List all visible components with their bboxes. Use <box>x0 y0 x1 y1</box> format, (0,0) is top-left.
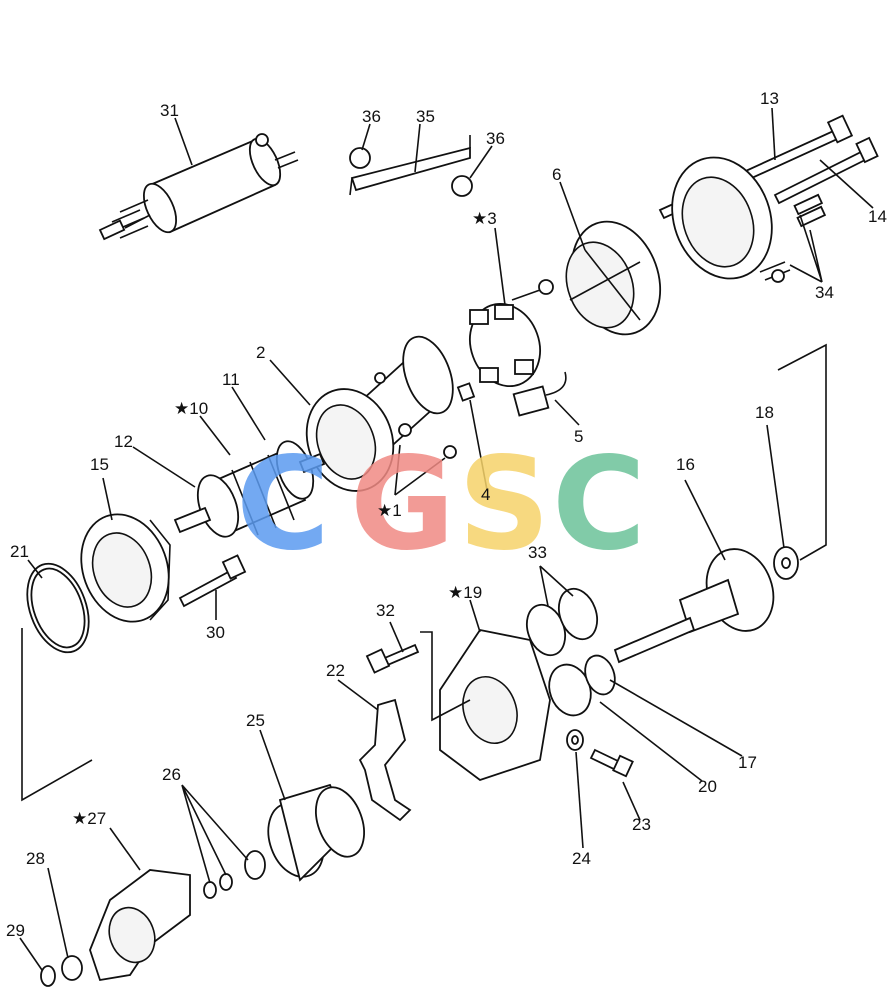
part-25-drive-clutch <box>267 783 365 882</box>
label-19: ★19 <box>448 583 482 602</box>
part-18-washer <box>773 546 799 580</box>
label-36-left: 36 <box>362 107 381 126</box>
watermark-cgsc: C G S C <box>236 430 646 579</box>
part-17-20-bushings <box>548 654 616 717</box>
label-5: 5 <box>574 427 583 446</box>
part-24-washer <box>566 729 584 751</box>
label-17: 17 <box>738 753 757 772</box>
part-21-o-ring <box>26 562 90 654</box>
label-14: 14 <box>868 207 887 226</box>
label-27: ★27 <box>72 809 106 828</box>
label-10: ★10 <box>174 399 208 418</box>
label-31: 31 <box>160 101 179 120</box>
label-29: 29 <box>6 921 25 940</box>
part-2-yoke <box>305 335 476 492</box>
part-10-armature <box>173 440 326 538</box>
watermark-letter-s: S <box>458 430 550 579</box>
part-15-drive-housing <box>80 513 171 623</box>
label-3: ★3 <box>472 209 497 228</box>
label-20: 20 <box>698 777 717 796</box>
label-18: 18 <box>755 403 774 422</box>
label-22: 22 <box>326 661 345 680</box>
part-5-brush <box>512 371 567 417</box>
part-35-bracket <box>349 135 473 197</box>
part-33-rings <box>525 587 599 657</box>
part-29-ring <box>40 965 56 987</box>
label-35: 35 <box>416 107 435 126</box>
label-15: 15 <box>90 455 109 474</box>
part-23-bolt <box>589 748 634 778</box>
label-1: ★1 <box>377 501 402 520</box>
label-4: 4 <box>481 485 490 504</box>
part-6-housing-ring <box>565 220 662 336</box>
leader-lines <box>19 107 874 971</box>
part-labels: 31 36 35 36 13 14 6 ★3 34 2 11 ★10 18 5 … <box>6 89 887 940</box>
part-32-bolt <box>365 643 420 674</box>
label-11: 11 <box>222 370 240 389</box>
part-19-center-bracket <box>439 628 551 782</box>
label-12: 12 <box>114 432 133 451</box>
label-28: 28 <box>26 849 45 868</box>
assembly-axis-lines <box>21 343 827 802</box>
label-6: 6 <box>552 165 561 184</box>
label-25: 25 <box>246 711 265 730</box>
label-36-right: 36 <box>486 129 505 148</box>
part-31-solenoid <box>98 133 299 241</box>
part-22-shift-lever <box>358 698 412 822</box>
label-34: 34 <box>815 283 834 302</box>
label-30: 30 <box>206 623 225 642</box>
part-16-pinion-shaft <box>613 548 775 664</box>
part-30-bolt <box>178 554 247 608</box>
label-24: 24 <box>572 849 591 868</box>
label-26: 26 <box>162 765 181 784</box>
label-23: 23 <box>632 815 651 834</box>
watermark-letter-c2: C <box>552 430 646 579</box>
label-21: 21 <box>10 542 29 561</box>
part-28-bush <box>61 955 83 981</box>
label-33: 33 <box>528 543 547 562</box>
label-32: 32 <box>376 601 395 620</box>
label-13: 13 <box>760 89 779 108</box>
label-2: 2 <box>256 343 265 362</box>
watermark-letter-g: G <box>350 430 455 579</box>
label-16: 16 <box>676 455 695 474</box>
part-27-nose-housing <box>89 869 191 982</box>
part-3-brush-holder <box>469 279 554 388</box>
part-26-rings <box>203 850 266 899</box>
part-34-rear-cover <box>671 156 827 283</box>
watermark-letter-c1: C <box>236 430 330 579</box>
